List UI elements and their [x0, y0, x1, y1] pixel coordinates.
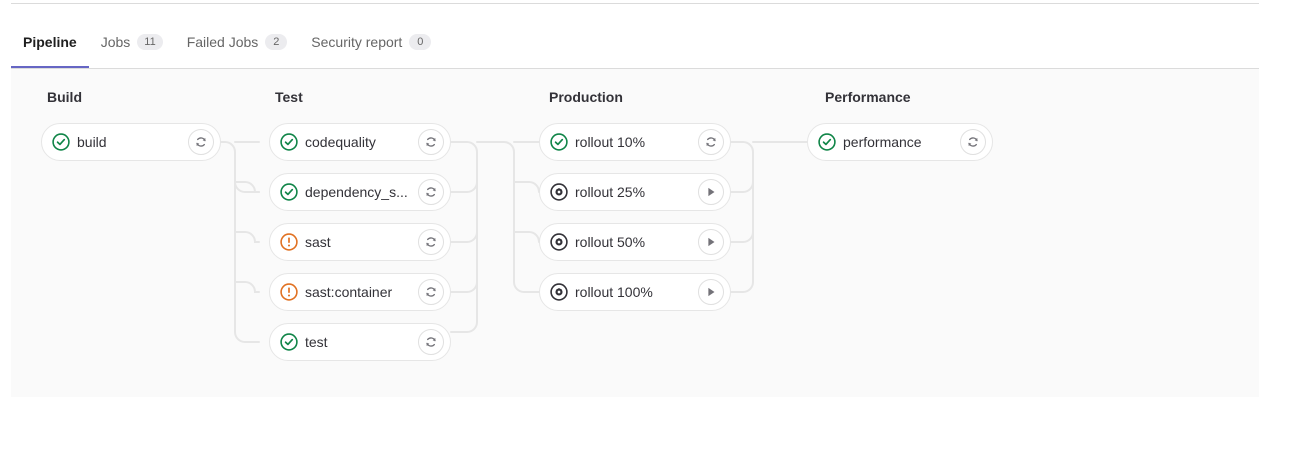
pipeline-job-node[interactable]: rollout 100% [539, 273, 731, 311]
retry-icon [196, 137, 206, 147]
status-success-icon [280, 183, 298, 201]
status-warning-icon [280, 283, 298, 301]
job-retry-button[interactable] [960, 129, 986, 155]
play-icon [708, 237, 715, 247]
play-icon [708, 187, 715, 197]
top-divider [11, 3, 1259, 4]
job-name: sast:container [305, 284, 393, 300]
status-success-icon [52, 133, 70, 151]
job-play-button[interactable] [698, 279, 724, 305]
tab-count-badge: 11 [137, 34, 163, 50]
retry-icon [426, 237, 436, 247]
job-play-button[interactable] [698, 179, 724, 205]
status-success-icon [280, 133, 298, 151]
pipeline-job-node[interactable]: rollout 25% [539, 173, 731, 211]
job-name: rollout 10% [575, 134, 646, 150]
tab-security-report[interactable]: Security report 0 [299, 22, 443, 68]
retry-icon [426, 337, 436, 347]
retry-icon [426, 137, 436, 147]
tab-label: Jobs [100, 34, 131, 50]
job-name: test [305, 334, 328, 350]
job-name: rollout 50% [575, 234, 646, 250]
job-retry-button[interactable] [418, 229, 444, 255]
pipeline-job-node[interactable]: rollout 50% [539, 223, 731, 261]
status-warning-icon [280, 233, 298, 251]
tab-count-badge: 0 [409, 34, 432, 50]
status-success-icon [818, 133, 836, 151]
pipeline-job-node[interactable]: performance [807, 123, 993, 161]
job-name: build [77, 134, 107, 150]
status-success-icon [550, 133, 568, 151]
play-icon [708, 287, 715, 297]
pipeline-job-node[interactable]: build [41, 123, 221, 161]
tab-jobs[interactable]: Jobs 11 [89, 22, 175, 68]
pipeline-job-node[interactable]: sast:container [269, 273, 451, 311]
tab-label: Failed Jobs [186, 34, 259, 50]
tab-failed-jobs[interactable]: Failed Jobs 2 [175, 22, 300, 68]
job-name: performance [843, 134, 922, 150]
retry-icon [426, 187, 436, 197]
job-retry-button[interactable] [418, 179, 444, 205]
job-play-button[interactable] [698, 229, 724, 255]
pipeline-job-node[interactable]: dependency_s... [269, 173, 451, 211]
retry-icon [706, 137, 716, 147]
stage-title: Performance [825, 89, 911, 105]
job-name: rollout 25% [575, 184, 646, 200]
retry-icon [968, 137, 978, 147]
status-success-icon [280, 333, 298, 351]
status-manual-icon [550, 183, 568, 201]
stage-title: Production [549, 89, 623, 105]
job-retry-button[interactable] [698, 129, 724, 155]
status-manual-icon [550, 233, 568, 251]
pipeline-job-node[interactable]: test [269, 323, 451, 361]
job-name: dependency_s... [305, 184, 408, 200]
job-name: rollout 100% [575, 284, 653, 300]
job-retry-button[interactable] [188, 129, 214, 155]
job-retry-button[interactable] [418, 279, 444, 305]
pipeline-graph-canvas: Build build Test codequality dependency_s...… [11, 69, 1259, 397]
tab-pipeline[interactable]: Pipeline [11, 22, 89, 68]
pipeline-job-node[interactable]: codequality [269, 123, 451, 161]
status-manual-icon [550, 283, 568, 301]
tab-count-badge: 2 [265, 34, 288, 50]
retry-icon [426, 287, 436, 297]
job-retry-button[interactable] [418, 329, 444, 355]
stage-title: Build [47, 89, 82, 105]
job-name: sast [305, 234, 331, 250]
stage-column: Build build Test codequality dependency_s...… [11, 69, 1259, 397]
job-name: codequality [305, 134, 376, 150]
pipeline-tab-bar: Pipeline Jobs 11 Failed Jobs 2 Security repor… [11, 22, 1259, 69]
tab-label: Pipeline [23, 34, 77, 50]
pipeline-job-node[interactable]: sast [269, 223, 451, 261]
pipeline-job-node[interactable]: rollout 10% [539, 123, 731, 161]
job-retry-button[interactable] [418, 129, 444, 155]
tab-label: Security report [311, 34, 403, 50]
stage-title: Test [275, 89, 303, 105]
